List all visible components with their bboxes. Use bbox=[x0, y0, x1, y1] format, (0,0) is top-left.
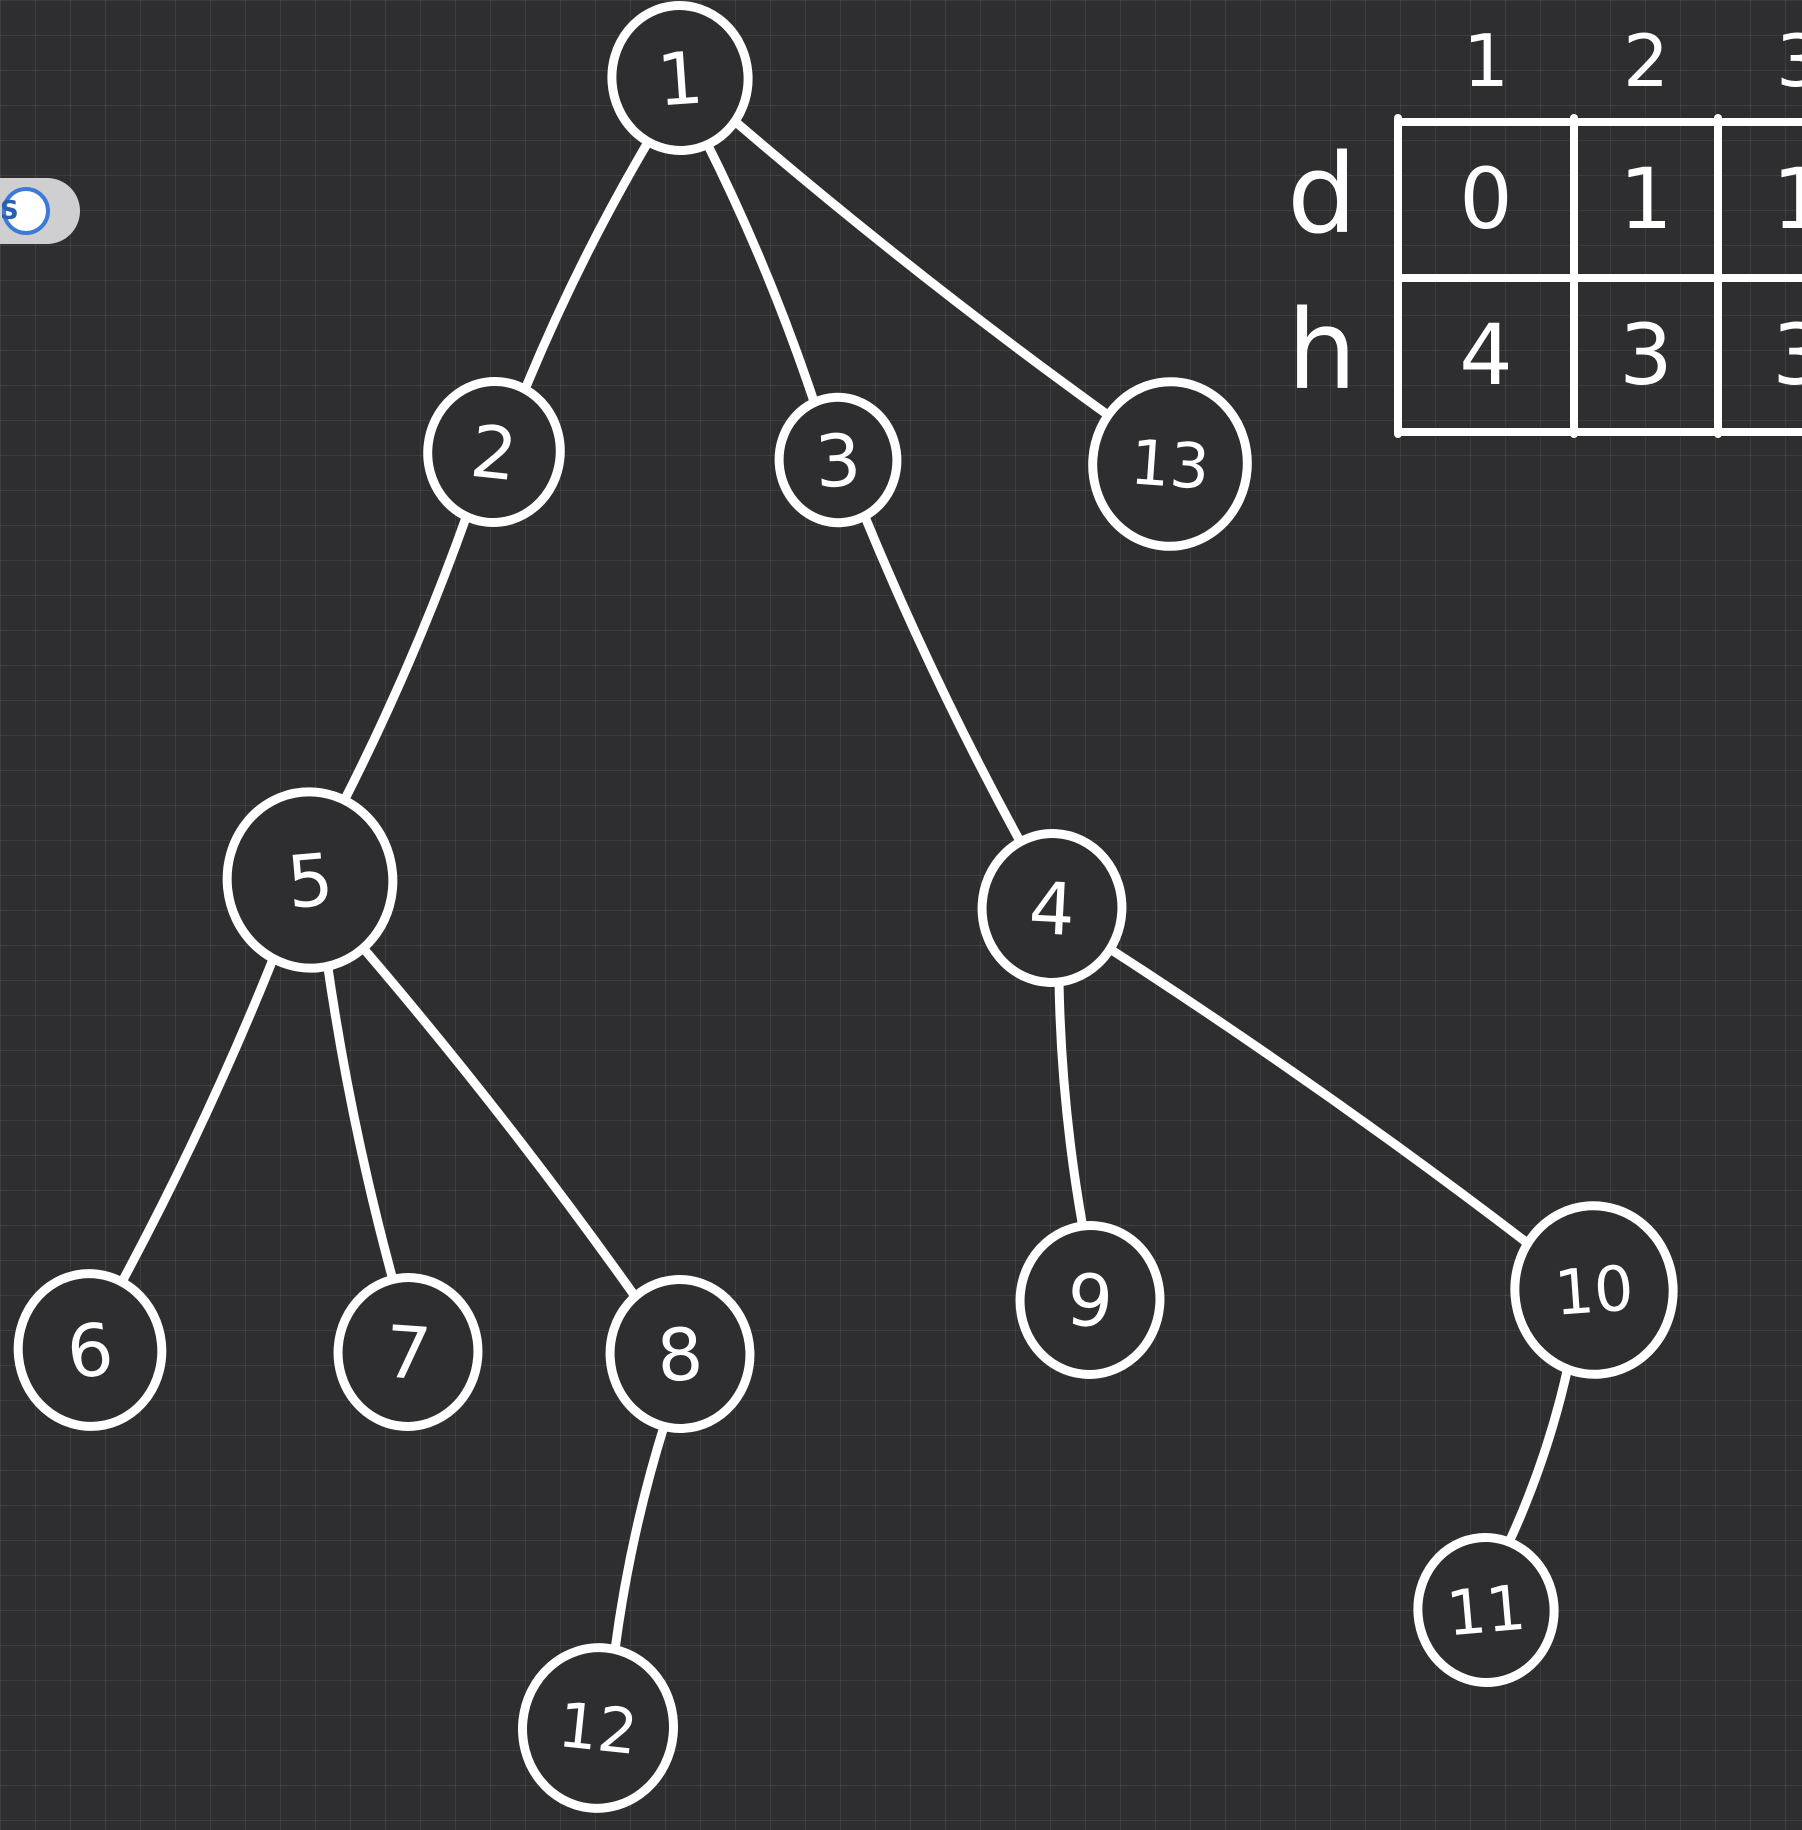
edge-5-7 bbox=[322, 959, 398, 1286]
node-11: 11 bbox=[1413, 1533, 1559, 1687]
node-8-circle bbox=[605, 1275, 755, 1433]
node-5-label: 5 bbox=[284, 837, 337, 925]
node-12-circle bbox=[518, 1643, 678, 1813]
node-13-label: 13 bbox=[1128, 425, 1212, 503]
edges bbox=[116, 117, 1573, 1657]
node-9: 9 bbox=[1015, 1221, 1165, 1379]
table-cell: 3 bbox=[1619, 306, 1672, 404]
edge-8-12 bbox=[610, 1420, 670, 1657]
edge-4-9 bbox=[1054, 975, 1088, 1233]
node-11-label: 11 bbox=[1444, 1571, 1529, 1651]
table-cell: 0 bbox=[1459, 150, 1512, 248]
node-13-circle bbox=[1088, 377, 1252, 551]
node-4-circle bbox=[977, 829, 1127, 987]
node-3-label: 3 bbox=[813, 418, 863, 504]
edge-1-3 bbox=[702, 138, 820, 409]
edge-1-2 bbox=[519, 136, 654, 396]
node-3-circle bbox=[774, 392, 902, 528]
video-badge[interactable]: S bbox=[0, 178, 80, 244]
table-row-label-d: d bbox=[1287, 130, 1357, 258]
node-10: 10 bbox=[1510, 1201, 1678, 1379]
edge-10-11 bbox=[1503, 1362, 1573, 1548]
node-7-circle bbox=[333, 1273, 483, 1431]
table-cell: 4 bbox=[1459, 306, 1512, 404]
node-11-circle bbox=[1413, 1533, 1559, 1687]
node-5-circle bbox=[222, 787, 398, 973]
table-row-label-h: h bbox=[1287, 286, 1357, 414]
edge-5-8 bbox=[358, 942, 641, 1302]
node-2-label: 2 bbox=[467, 409, 521, 497]
node-8: 8 bbox=[605, 1275, 755, 1433]
node-6-label: 6 bbox=[63, 1307, 117, 1395]
node-2: 2 bbox=[423, 376, 565, 528]
node-1-label: 1 bbox=[654, 36, 706, 123]
badge-icon: S bbox=[0, 187, 50, 235]
node-6: 6 bbox=[13, 1269, 167, 1431]
table-cell: 3 bbox=[1772, 306, 1802, 404]
node-12: 12 bbox=[518, 1643, 678, 1813]
table-column-header: 1 bbox=[1463, 19, 1509, 103]
node-4: 4 bbox=[977, 829, 1127, 987]
edge-5-6 bbox=[116, 952, 279, 1288]
edge-2-5 bbox=[339, 510, 472, 806]
table-cell: 1 bbox=[1619, 150, 1672, 248]
table-column-header: 3 bbox=[1776, 19, 1802, 103]
node-1-circle bbox=[607, 1, 753, 155]
table-column-header: 2 bbox=[1623, 19, 1669, 103]
node-9-circle bbox=[1015, 1221, 1165, 1379]
depth-height-table: 1 2 3 d 0 1 1 h 4 3 3 bbox=[1287, 19, 1802, 438]
table-cell: 1 bbox=[1772, 150, 1802, 248]
node-1: 1 bbox=[607, 1, 753, 155]
node-2-circle bbox=[423, 376, 565, 528]
node-7-label: 7 bbox=[382, 1310, 434, 1397]
node-9-label: 9 bbox=[1063, 1257, 1116, 1345]
edge-4-10 bbox=[1106, 945, 1532, 1248]
node-12-label: 12 bbox=[555, 1688, 641, 1769]
node-6-circle bbox=[13, 1269, 167, 1431]
node-10-circle bbox=[1510, 1201, 1678, 1379]
edge-1-13 bbox=[730, 117, 1112, 420]
node-3: 3 bbox=[774, 392, 902, 528]
node-4-label: 4 bbox=[1027, 866, 1077, 952]
node-7: 7 bbox=[333, 1273, 483, 1431]
node-10-label: 10 bbox=[1552, 1251, 1636, 1329]
node-13: 13 bbox=[1088, 377, 1252, 551]
node-5: 5 bbox=[222, 787, 398, 973]
edge-3-4 bbox=[859, 510, 1026, 848]
node-8-label: 8 bbox=[655, 1312, 705, 1398]
